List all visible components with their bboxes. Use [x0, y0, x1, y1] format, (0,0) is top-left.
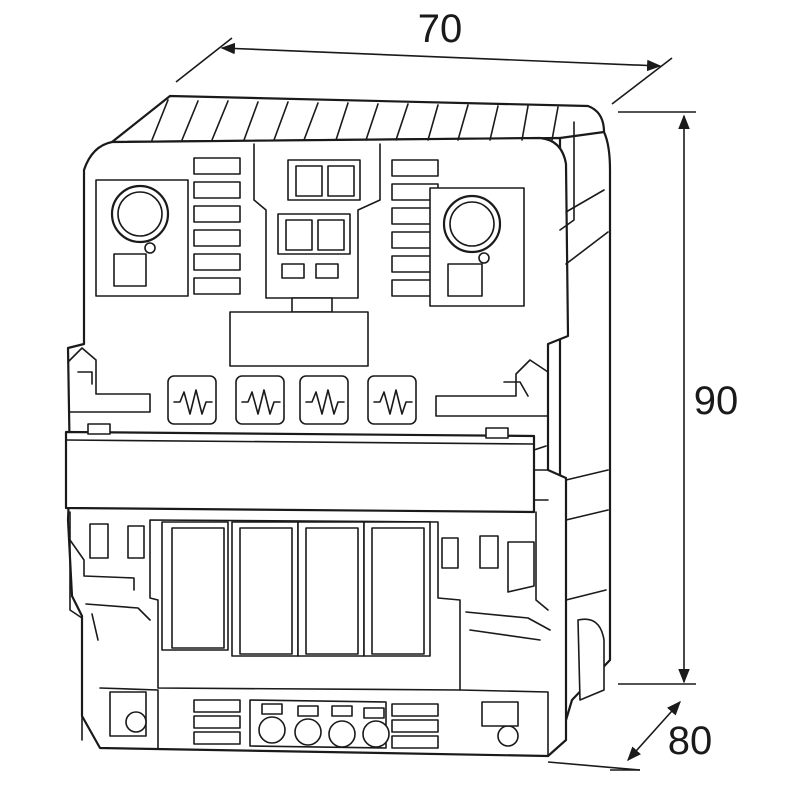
height-dimension-label: 90 [694, 379, 739, 423]
left-led-column [193, 157, 241, 295]
lower-left-latch [69, 523, 151, 641]
breaker-icons [167, 375, 417, 425]
lower-right-latch [441, 535, 551, 641]
height-dimension [618, 111, 696, 685]
left-potentiometer-knob [110, 184, 170, 244]
width-dimension-label: 70 [418, 7, 463, 51]
right-potentiometer-knob [442, 194, 502, 254]
left-potentiometer-block [95, 179, 189, 297]
top-ribs [151, 99, 575, 231]
width-dimension [175, 37, 673, 105]
right-potentiometer-block [429, 187, 525, 307]
rail [64, 423, 549, 514]
bottom-terminals [99, 687, 549, 757]
channel-windows [161, 521, 431, 657]
depth-dimension [547, 700, 681, 771]
center-connector [253, 143, 381, 313]
upper-side-latches [67, 347, 549, 417]
depth-dimension-label: 80 [668, 719, 713, 763]
right-led-column [391, 159, 439, 297]
right-side-details [565, 189, 609, 701]
label-window [229, 311, 369, 367]
